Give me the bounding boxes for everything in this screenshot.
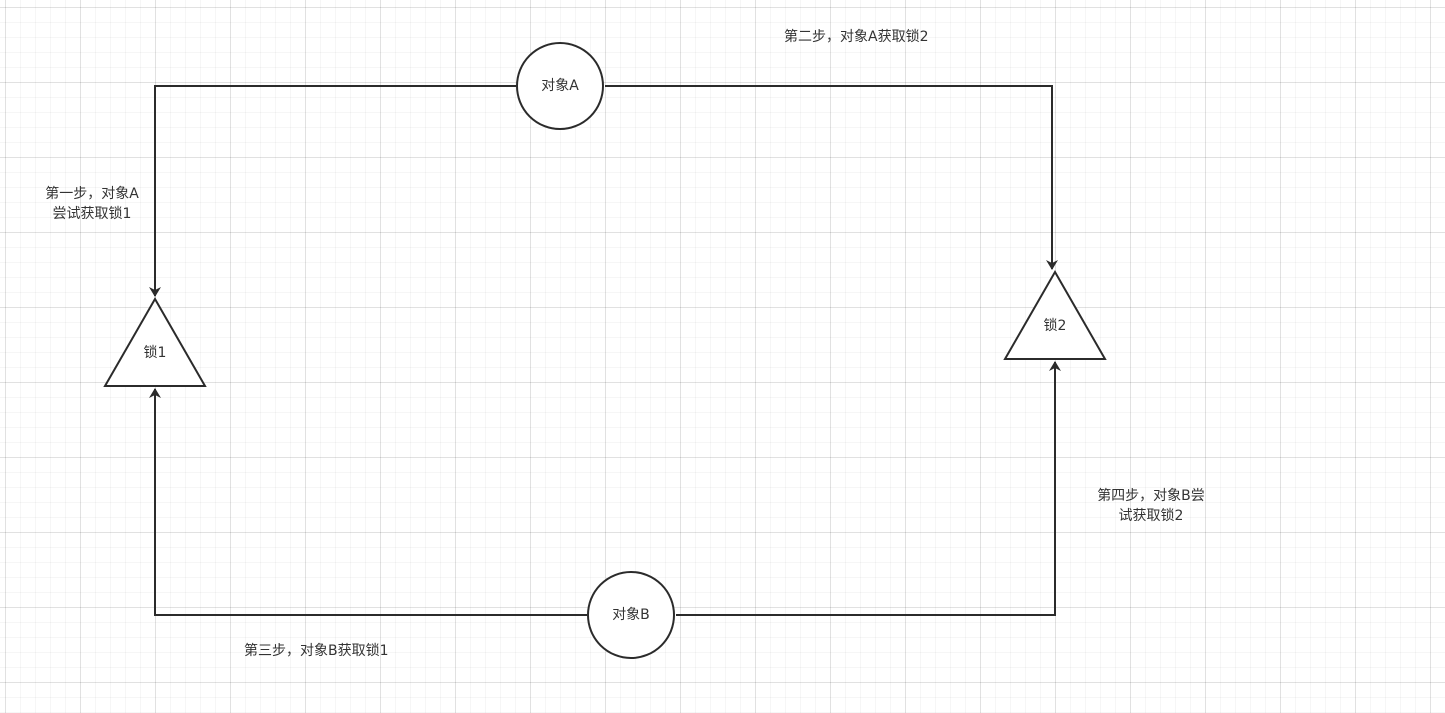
edge-object-b-to-lock-2 — [676, 361, 1061, 616]
step-1-line-1: 第一步，对象A — [45, 186, 139, 202]
step-4-line-1: 第四步，对象B尝 — [1097, 488, 1205, 504]
object-a-node[interactable] — [516, 42, 604, 130]
object-b-label: 对象B — [612, 607, 650, 623]
lock-1-node[interactable] — [103, 296, 207, 387]
lock-2-node[interactable] — [1003, 269, 1107, 360]
step-1-line-2: 尝试获取锁1 — [52, 206, 132, 222]
step-1-annotation: 第一步，对象A 尝试获取锁1 — [20, 184, 164, 224]
step-3-annotation: 第三步，对象B获取锁1 — [244, 643, 389, 659]
step-4-line-2: 试获取锁2 — [1118, 508, 1184, 524]
edge-object-a-to-lock-2 — [605, 85, 1058, 270]
edge-object-a-to-lock-1 — [149, 85, 516, 297]
lock-2-label: 锁2 — [1043, 318, 1067, 334]
object-a-label: 对象A — [541, 78, 579, 94]
lock-1-label: 锁1 — [143, 345, 167, 361]
step-4-annotation: 第四步，对象B尝 试获取锁2 — [1078, 486, 1224, 526]
edge-object-b-to-lock-1 — [149, 388, 587, 616]
object-b-node[interactable] — [587, 571, 675, 659]
step-2-annotation: 第二步，对象A获取锁2 — [784, 29, 929, 45]
